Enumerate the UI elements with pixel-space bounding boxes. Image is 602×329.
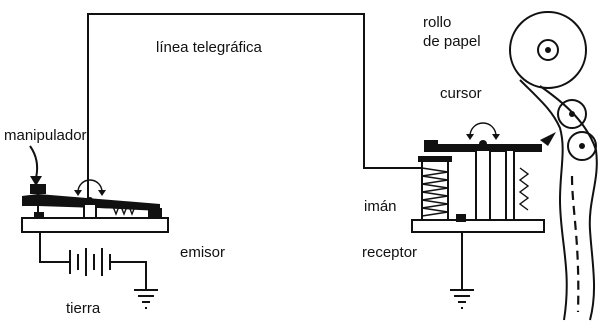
label-paper-roll-line1: rollo [423,14,452,31]
label-receiver: receptor [362,244,418,261]
label-magnet: imán [364,198,397,215]
telegraph-line [87,13,424,200]
transmitter [21,179,169,309]
label-telegraph-line: línea telegráfica [156,39,262,56]
label-transmitter: emisor [180,244,226,261]
label-manipulator: manipulador [4,127,87,144]
label-cursor: cursor [440,85,482,102]
paper-roll [509,11,598,321]
receiver [411,122,556,309]
label-ground: tierra [66,300,101,317]
label-paper-roll-line2: de papel [423,33,481,50]
manipulator-arrow [29,145,42,186]
